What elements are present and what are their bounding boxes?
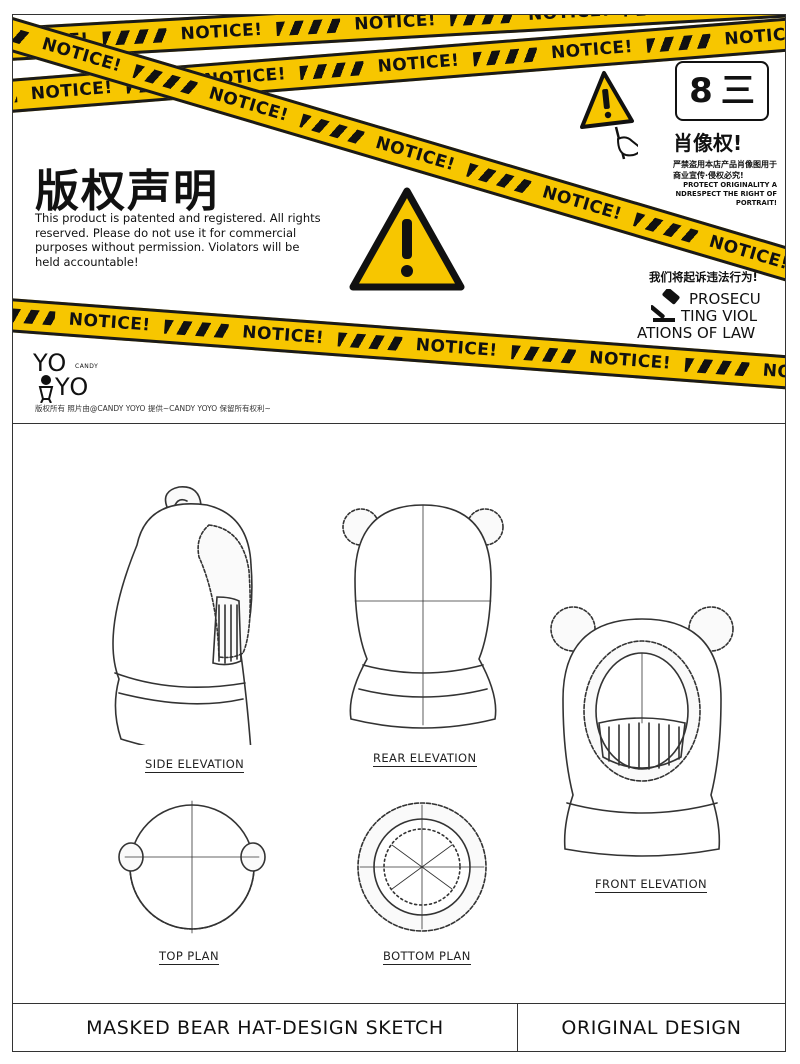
sketch-area: SIDE ELEVATION REAR ELEVATION [13,423,785,1003]
notice-tape-text: NOTICE! [376,50,461,77]
copyright-footnote: 版权所有 照片由@CANDY YOYO 提供~CANDY YOYO 保留所有权利… [35,404,271,413]
sheet-title: MASKED BEAR HAT-DESIGN SKETCH [86,1017,444,1039]
hazard-stripes [102,28,168,46]
front-elevation-drawing [550,606,734,857]
rear-elevation-drawing [342,504,504,729]
notice-tape-text: NOTICE! [550,36,634,64]
hazard-stripes [472,47,538,67]
front-elevation-label: FRONT ELEVATION [595,877,708,893]
hazard-stripes [132,64,198,96]
side-elevation-view: SIDE ELEVATION [97,485,267,773]
gavel-icon [651,289,680,322]
portrait-rights-title: 肖像权! [673,131,743,155]
bottom-plan-drawing [357,802,487,932]
title-block-left: MASKED BEAR HAT-DESIGN SKETCH [13,1004,518,1051]
prosecute-line-3: ATIONS OF LAW [637,324,756,342]
hazard-stripes [646,33,712,53]
notice-tape-text: NOTICE! [687,15,785,16]
front-elevation-view: FRONT ELEVATION [547,589,737,893]
bottom-plan-label: BOTTOM PLAN [383,949,471,965]
hazard-stripes [299,61,365,81]
candy-yoyo-logo: YO CANDY YO [33,349,123,405]
rear-elevation-label: REAR ELEVATION [373,751,477,767]
notice-tape-text: NOTICE! [588,347,672,374]
rear-elevation-view: REAR ELEVATION [333,489,513,767]
design-sheet: NOTICE! NOTICE! NOTICE! NOTICE! NOTICE! NOTIC… [12,14,786,1052]
top-plan-drawing [118,800,266,934]
notice-tape-text: NOTICE! [415,335,499,362]
notice-tape-text: NOTICE! [723,23,785,50]
warning-sign-hand-icon [580,71,638,160]
top-plan-view: TOP PLAN [117,797,267,965]
notice-tape-text: NOTICE! [539,182,625,225]
copyright-statement: This product is patented and registered.… [35,211,321,269]
logo-yo-top: YO [33,349,68,377]
portrait-rights-cn: 严禁盗用本店产品肖像图用于商业宣传·侵权必究! [673,160,777,180]
notice-tape-text: NOTICE! [241,322,325,349]
prosecute-violations: PROSECU TING VIOL ATIONS OF LAW [637,291,777,342]
notice-tape-text: NOTICE! [180,19,264,45]
side-elevation-drawing [112,486,253,745]
title-block: MASKED BEAR HAT-DESIGN SKETCH ORIGINAL D… [13,1003,785,1051]
top-plan-label: TOP PLAN [159,949,219,965]
sheet-subtitle: ORIGINAL DESIGN [561,1017,742,1039]
notice-tape-text: NOTICE! [373,132,458,176]
notice-tape-text: NOTICE! [513,15,624,26]
hazard-stripes [632,212,699,244]
badge-eight: 8 [689,71,713,111]
prosecute-line-1: PROSECU [689,290,761,308]
notice-tape-text: NOTICE! [762,360,785,387]
hazard-stripes [466,162,532,195]
title-block-right: ORIGINAL DESIGN [518,1004,785,1051]
warning-triangle-icon [349,187,465,291]
portrait-rights-badge: 8 三 [675,61,769,121]
hazard-stripes [510,345,576,364]
prosecute-line-2: TING VIOL [681,307,758,325]
bottom-plan-view: BOTTOM PLAN [347,797,497,965]
side-elevation-label: SIDE ELEVATION [145,757,245,773]
notice-tape-text: NOTICE! [68,309,152,336]
hazard-stripes [163,319,229,339]
hazard-stripes [276,18,341,37]
copyright-notice-banner: NOTICE! NOTICE! NOTICE! NOTICE! NOTICE! NOTIC… [13,15,785,424]
logo-figure-icon [38,375,54,403]
hazard-stripes [684,357,750,377]
badge-three: 三 [720,71,755,111]
logo-yo-bottom: YO [55,373,90,401]
prosecute-cn: 我们将起诉违法行为! [649,270,758,284]
hazard-stripes [337,332,403,352]
hazard-stripes [449,15,515,27]
notice-tape-text: NOTICE! [353,15,437,35]
copyright-title: 版权声明 [35,166,219,217]
portrait-rights-en: PROTECT ORIGINALITY A NDRESPECT THE RIGH… [675,181,777,207]
logo-candy: CANDY [75,363,99,370]
hazard-stripes [299,113,365,146]
hazard-stripes [623,15,689,17]
